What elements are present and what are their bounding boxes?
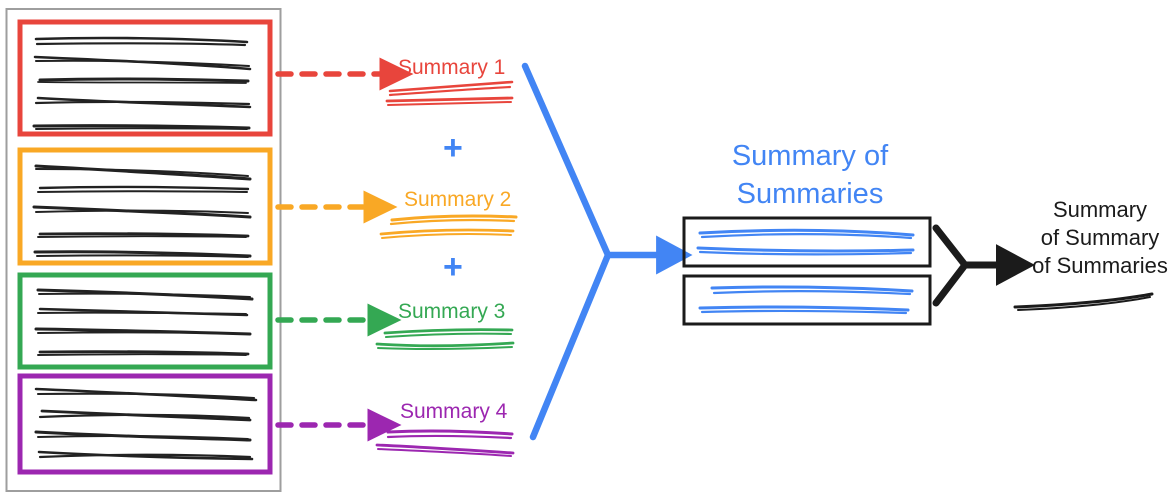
- blue-merge-funnel-arrow: [521, 62, 693, 441]
- chunk-3-text-scribbles: [34, 288, 254, 356]
- summary-1-scribbles: [385, 80, 514, 106]
- summary-4-label: Summary 4: [400, 400, 508, 423]
- summary-2-label: Summary 2: [404, 188, 512, 211]
- chunk-3-border: [17, 272, 273, 370]
- source-chunk-1: [17, 19, 273, 137]
- summary-4-scribbles: [375, 429, 515, 457]
- source-chunk-4: [17, 373, 273, 475]
- sos-box-1-scribbles: [696, 228, 915, 256]
- chunk-4-text-scribbles: [34, 387, 258, 461]
- summary-3-label: Summary 3: [398, 300, 506, 323]
- source-chunk-3: [17, 272, 273, 370]
- summary-2-scribbles: [379, 214, 518, 239]
- plus-operator-2: +: [443, 248, 463, 286]
- final-output-scribbles: [1013, 292, 1154, 311]
- summary-of-summaries-title: Summary of Summaries: [731, 140, 889, 210]
- plus-operator-1: +: [443, 129, 463, 167]
- source-document-container: [5, 8, 282, 492]
- source-chunk-2: [17, 147, 273, 266]
- chunk-2-text-scribbles: [32, 164, 252, 258]
- chunk-1-text-scribbles: [32, 36, 252, 130]
- summary-1-label: Summary 1: [398, 56, 506, 79]
- sos-box-2-scribbles: [698, 285, 914, 315]
- summary-3-scribbles: [375, 328, 515, 351]
- black-merge-arrow: [932, 224, 1035, 307]
- chunk-2-border: [17, 147, 273, 266]
- sos-box-2: [682, 274, 932, 326]
- chunk-4-border: [17, 373, 273, 475]
- final-output-title: Summary of Summary of Summaries: [1032, 197, 1168, 279]
- sos-box-1: [682, 216, 932, 268]
- chunk-1-border: [17, 19, 273, 137]
